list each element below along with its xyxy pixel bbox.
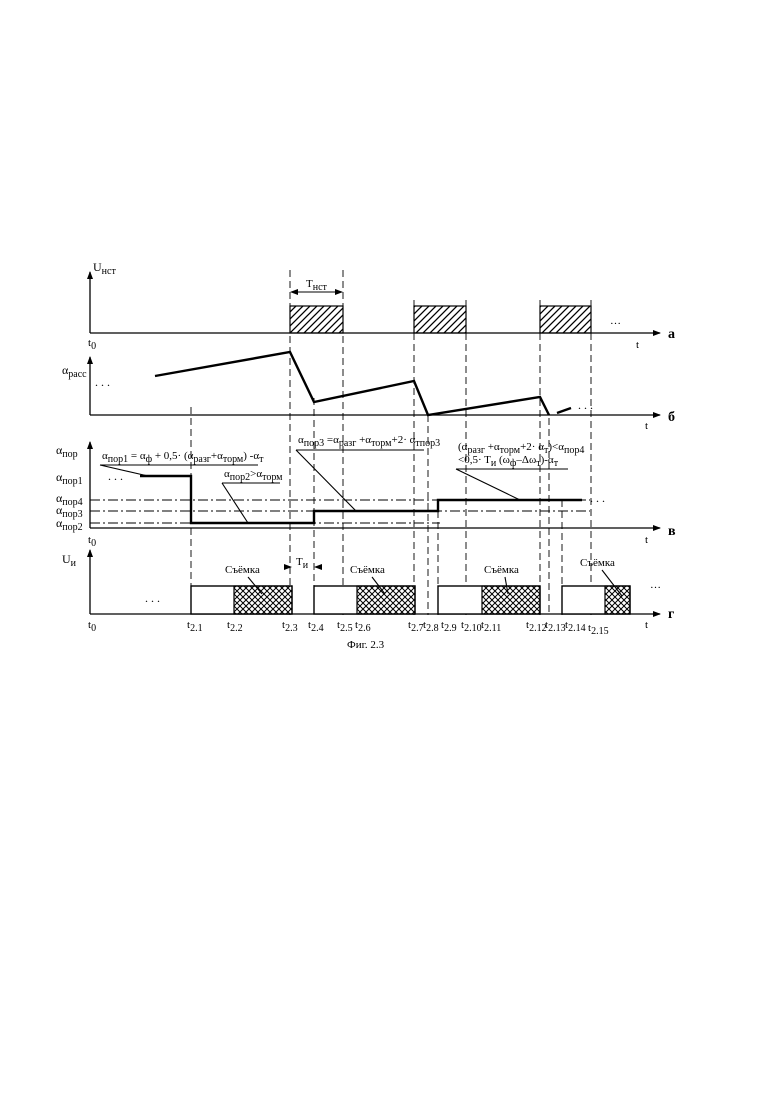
formula-por2: αпор2>αторм: [224, 468, 283, 483]
panel-v-dots-left: . . .: [108, 469, 123, 483]
shooting-label-1: Съёмка: [225, 564, 260, 576]
panel-b: αрасс t б . . . . . .: [62, 352, 675, 432]
panel-v-ylabel: αпор: [56, 443, 78, 460]
tick-t2-6: t2.6: [355, 619, 371, 634]
tick-t2-14: t2.14: [565, 619, 586, 634]
shooting-label-3: Съёмка: [484, 564, 519, 576]
panel-g-dots-left: . . .: [145, 591, 160, 605]
panel-a-letter: а: [668, 327, 675, 342]
panel-v: αпор t0 t в αпор1 αпор4 αпор3 αпор2 . . …: [56, 434, 676, 549]
panel-a-t0: t0: [88, 337, 96, 352]
period-label: Tнст: [306, 278, 328, 293]
formula-por1: αпор1 = αф + 0,5· (αразг+αторм) -αт: [102, 450, 264, 465]
panel-v-t0: t0: [88, 534, 96, 549]
panel-g-t-label: t: [645, 619, 648, 631]
tick-t2-11: t2.11: [481, 619, 501, 634]
shooting-area-3: [482, 586, 540, 614]
formula-por3: αпор3 =αразг +αторм+2· αтпор3: [298, 434, 440, 449]
shooting-label-4: Съёмка: [580, 557, 615, 569]
ti-label: Tи: [296, 556, 309, 571]
panel-g-ellipsis: …: [650, 579, 661, 591]
panel-a-ylabel: Uнст: [93, 260, 116, 277]
panel-b-t-label: t: [645, 420, 648, 432]
formula-por4-line2: <0,5· Tи (ωф–Δωт)-αт: [458, 454, 559, 469]
tick-t2-2: t2.2: [227, 619, 243, 634]
panel-b-letter: б: [668, 410, 675, 425]
panel-v-letter: в: [668, 524, 676, 539]
shooting-area-1: [234, 586, 292, 614]
tick-t2-12: t2.12: [526, 619, 547, 634]
figure-caption: Фиг. 2.3: [347, 639, 385, 651]
tick-t2-3: t2.3: [282, 619, 298, 634]
alpha-rass-curve: [155, 352, 549, 415]
panel-a-t-label: t: [636, 339, 639, 351]
tick-t2-5: t2.5: [337, 619, 353, 634]
panel-g-letter: г: [668, 607, 674, 622]
tick-t2-9: t2.9: [441, 619, 457, 634]
pulse-2: [414, 306, 466, 333]
panel-b-ylabel: αрасс: [62, 363, 87, 380]
shooting-area-2: [357, 586, 415, 614]
panel-b-dots-left: . . .: [95, 375, 110, 389]
tick-t2-15: t2.15: [588, 622, 609, 637]
panel-g: Uи t0 t г . . . … Съёмка Съёмка Съёмка С…: [62, 550, 674, 637]
panel-v-dots-right: . . .: [590, 491, 605, 505]
pulse-3: [540, 306, 591, 333]
alpha-por-curve: [140, 476, 582, 523]
panel-a: Uнст t0 t а … Tнст: [88, 260, 675, 352]
time-tick-labels: t2.1 t2.2 t2.3 t2.4 t2.5 t2.6 t2.7 t2.8 …: [187, 619, 609, 637]
tick-t2-10: t2.10: [461, 619, 482, 634]
panel-g-t0: t0: [88, 619, 96, 634]
panel-v-t-label: t: [645, 534, 648, 546]
tick-t2-4: t2.4: [308, 619, 324, 634]
shooting-label-2: Съёмка: [350, 564, 385, 576]
tick-t2-7: t2.7: [408, 619, 424, 634]
panel-b-dots-right: . . .: [578, 398, 593, 412]
tick-t2-1: t2.1: [187, 619, 203, 634]
panel-g-ylabel: Uи: [62, 552, 77, 569]
tick-t2-13: t2.13: [545, 619, 566, 634]
tick-t2-8: t2.8: [423, 619, 439, 634]
pulse-1: [290, 306, 343, 333]
level-label-por1: αпор1: [56, 470, 83, 487]
panel-a-ellipsis: …: [610, 315, 621, 327]
